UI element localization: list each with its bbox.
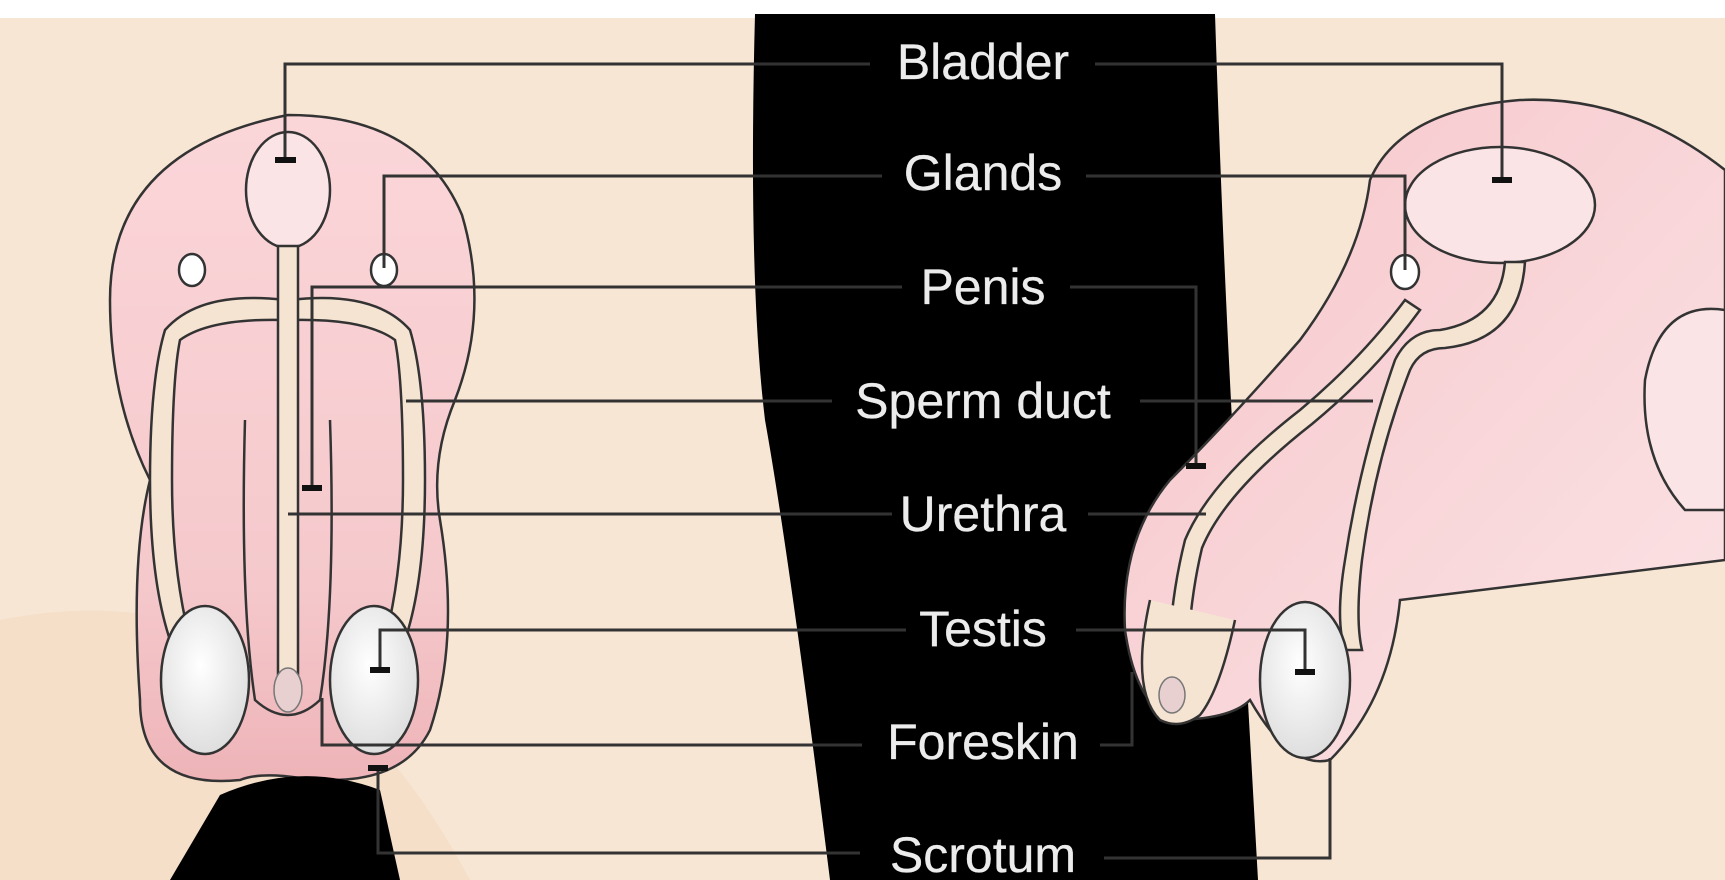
side-testis [1260,602,1350,758]
label-glands: Glands [904,145,1062,201]
label-penis: Penis [920,259,1045,315]
side-bladder [1405,147,1595,263]
front-gland-left [179,254,205,286]
label-scrotum: Scrotum [890,827,1076,880]
front-urethra [278,246,298,690]
label-sperm-duct: Sperm duct [855,373,1111,429]
front-glans [274,668,302,712]
side-glans [1159,677,1185,713]
label-urethra: Urethra [900,486,1067,542]
front-testis-left [161,606,249,754]
label-bladder: Bladder [897,34,1069,90]
label-testis: Testis [919,601,1047,657]
front-bladder [246,132,330,248]
label-foreskin: Foreskin [887,714,1079,770]
front-testis-right [330,606,418,754]
